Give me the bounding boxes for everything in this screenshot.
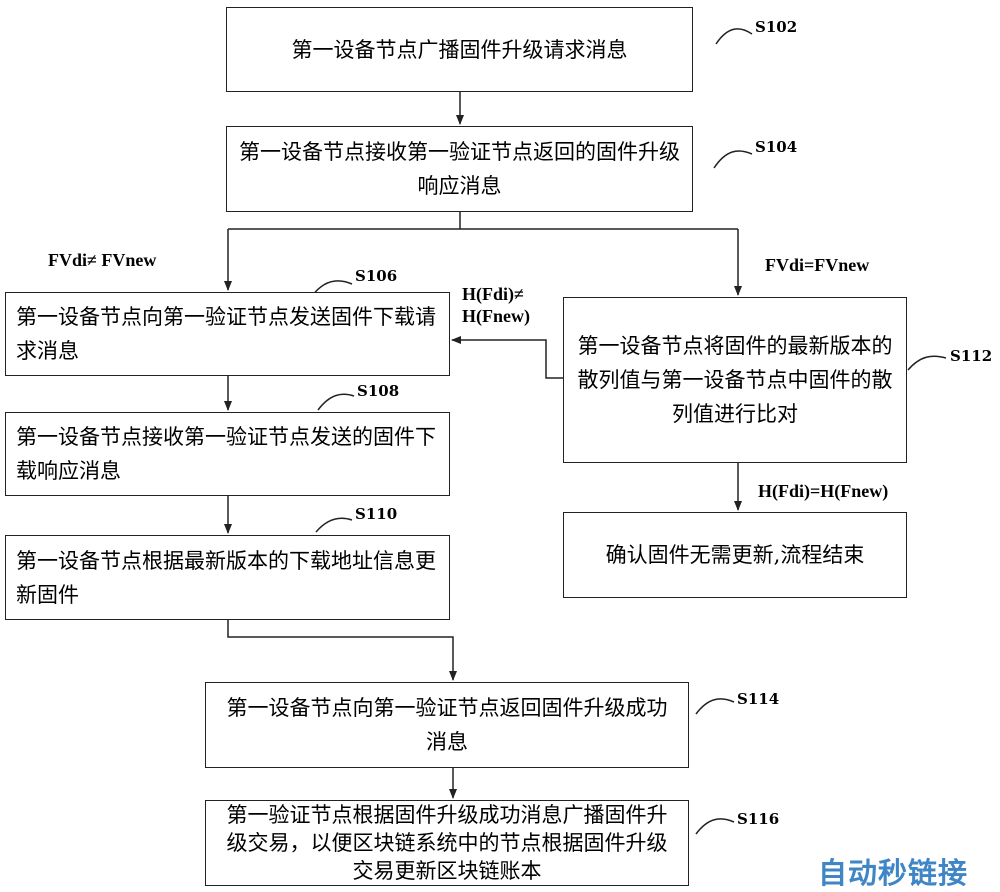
step-text-s112: 第一设备节点将固件的最新版本的散列值与第一设备节点中固件的散列值进行比对 [577, 334, 893, 426]
step-label-s106: S106 [355, 267, 398, 285]
end-box: 确认固件无需更新,流程结束 [563, 512, 907, 598]
step-box-s112: 第一设备节点将固件的最新版本的散列值与第一设备节点中固件的散列值进行比对 [563, 297, 907, 463]
step-text-s110: 第一设备节点根据最新版本的下载地址信息更新固件 [16, 548, 436, 607]
end-text: 确认固件无需更新,流程结束 [605, 543, 865, 567]
step-box-s104: 第一设备节点接收第一验证节点返回的固件升级响应消息 [226, 126, 693, 212]
step-text-s102: 第一设备节点广播固件升级请求消息 [291, 37, 628, 62]
step-label-s102: S102 [755, 18, 798, 36]
hook-s112 [907, 355, 947, 371]
condition-version-differs: FVdi≠ FVnew [48, 250, 157, 270]
hook-s114 [695, 698, 735, 715]
step-box-s108: 第一设备节点接收第一验证节点发送的固件下载响应消息 [5, 412, 450, 496]
step-label-s110: S110 [355, 505, 398, 523]
hook-s108 [317, 393, 355, 411]
step-text-s104: 第一设备节点接收第一验证节点返回的固件升级响应消息 [239, 140, 680, 198]
arrow-s112-s106 [451, 336, 563, 379]
hook-s102 [715, 28, 753, 45]
step-box-s116: 第一验证节点根据固件升级成功消息广播固件升级交易，以便区块链系统中的节点根据固件… [205, 800, 689, 886]
condition-hash-differs: H(Fdi)≠ H(Fnew) [462, 284, 530, 326]
step-box-s102: 第一设备节点广播固件升级请求消息 [226, 7, 693, 92]
step-label-s108: S108 [357, 382, 400, 400]
hook-s116 [695, 818, 735, 835]
arrow-s110-s114 [227, 620, 457, 681]
step-text-s114: 第一设备节点向第一验证节点返回固件升级成功消息 [226, 696, 668, 754]
step-box-s110: 第一设备节点根据最新版本的下载地址信息更新固件 [5, 535, 450, 620]
step-label-s112: S112 [950, 347, 993, 365]
step-box-s106: 第一设备节点向第一验证节点发送固件下载请求消息 [5, 292, 450, 376]
step-label-s104: S104 [755, 138, 798, 156]
step-label-s116: S116 [737, 810, 780, 828]
step-label-s114: S114 [737, 690, 780, 708]
condition-hash-same: H(Fdi)=H(Fnew) [758, 481, 889, 501]
condition-version-same: FVdi=FVnew [765, 255, 870, 275]
watermark-logo: 自动秒链接 [818, 856, 969, 890]
step-text-s108: 第一设备节点接收第一验证节点发送的固件下载响应消息 [16, 425, 436, 483]
step-text-s116: 第一验证节点根据固件升级成功消息广播固件升级交易，以便区块链系统中的节点根据固件… [226, 803, 668, 883]
hook-s104 [713, 150, 753, 169]
hook-s110 [315, 517, 353, 533]
step-box-s114: 第一设备节点向第一验证节点返回固件升级成功消息 [205, 682, 689, 768]
step-text-s106: 第一设备节点向第一验证节点发送固件下载请求消息 [16, 305, 436, 363]
